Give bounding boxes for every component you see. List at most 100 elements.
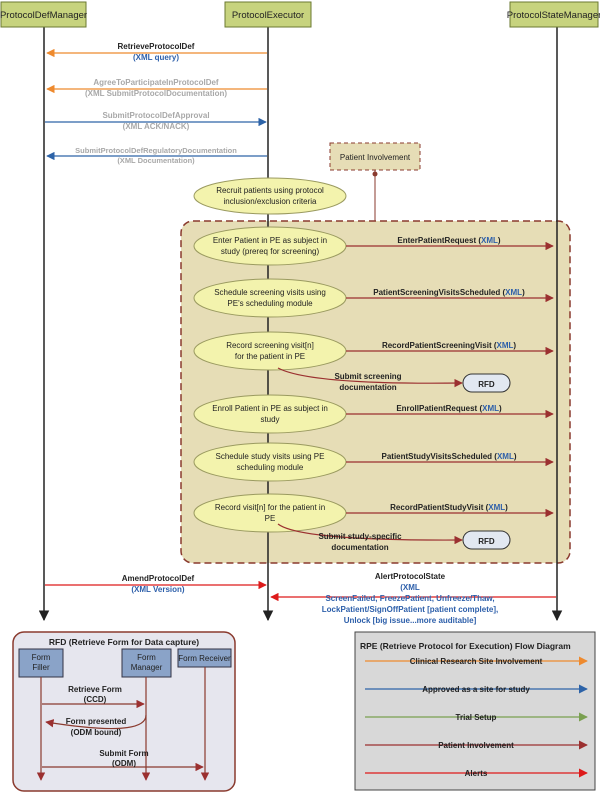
step-message-xml: XML: [505, 288, 522, 297]
step-line: Enter Patient in PE as subject in: [213, 236, 327, 245]
step-message: EnrollPatientRequest (XML): [396, 404, 502, 413]
msg-alert-line-2: ScreenFailed, FreezePatient, Unfreeze/Th…: [325, 594, 494, 603]
msg-agree-sub: (XML SubmitProtocolDocumentation): [85, 89, 227, 98]
msg-amend-sub: (XML Version): [131, 585, 185, 594]
msg-alert-line-3: LockPatient/SignOffPatient [patient comp…: [322, 605, 498, 614]
legend-box: RPE (Retrieve Protocol for Execution) Fl…: [354, 631, 596, 791]
rfd-presented-1: Form presented: [66, 717, 127, 726]
legend-label: Trial Setup: [456, 713, 497, 722]
patient-involvement-note-label: Patient Involvement: [340, 153, 411, 162]
step-line: study: [260, 415, 279, 424]
lane-header-manager: ProtocolDefManager: [0, 1, 87, 28]
msg-regulatory-sub: (XML Documentation): [117, 156, 195, 165]
step-line: Record visit[n] for the patient in: [215, 503, 325, 512]
submit-study-line-1: Submit study-specific: [318, 532, 402, 541]
legend-label: Patient Involvement: [438, 741, 514, 750]
legend-title: RPE (Retrieve Protocol for Execution) Fl…: [360, 641, 571, 651]
step-message-name: PatientStudyVisitsScheduled: [382, 452, 493, 461]
rfd-form-filler-1: Form: [32, 653, 51, 662]
submit-screening-arrow: [277, 367, 463, 388]
rfd-pill-study: [462, 530, 511, 550]
step-ellipse: [193, 394, 347, 434]
recruit-line-1: Recruit patients using protocol: [216, 186, 324, 195]
msg-retrieve-sub: (XML query): [133, 53, 179, 62]
step-message-open: (: [483, 503, 488, 512]
step-message-xml: XML: [497, 341, 514, 350]
rfd-box: RFD (Retrieve Form for Data capture) For…: [12, 631, 236, 792]
rfd-form-filler-2: Filler: [32, 663, 50, 672]
step-message: PatientStudyVisitsScheduled (XML): [382, 452, 517, 461]
step-line: Enroll Patient in PE as subject in: [212, 404, 328, 413]
msg-alert-line-1: (XML: [400, 583, 420, 592]
step-line: scheduling module: [237, 463, 304, 472]
step-message-close: ): [499, 404, 502, 413]
step-message-open: (: [492, 341, 497, 350]
rfd-presented-2: (ODM bound): [71, 728, 122, 737]
msg-retrieve: RetrieveProtocolDef: [118, 42, 195, 51]
step-line: Schedule study visits using PE: [216, 452, 325, 461]
step-message-open: (: [500, 288, 505, 297]
submit-screening-line-2: documentation: [339, 383, 396, 392]
lane-label-manager: ProtocolDefManager: [0, 10, 87, 21]
step-line: study (prereq for screening): [221, 247, 320, 256]
step-message-close: ): [514, 452, 517, 461]
step-message-xml: XML: [497, 452, 514, 461]
rfd-retrieve-1: Retrieve Form: [68, 685, 122, 694]
step-message: RecordPatientStudyVisit (XML): [390, 503, 508, 512]
step-message: PatientScreeningVisitsScheduled (XML): [373, 288, 525, 297]
step-message-open: (: [477, 404, 482, 413]
rfd-form-receiver: Form Receiver: [178, 654, 231, 663]
step-message: EnterPatientRequest (XML): [397, 236, 500, 245]
step-message-open: (: [492, 452, 497, 461]
step-ellipse: [193, 493, 347, 533]
submit-screening-line-1: Submit screening: [334, 372, 401, 381]
step-message: RecordPatientScreeningVisit (XML): [382, 341, 516, 350]
step-line: Record screening visit[n]: [226, 341, 314, 350]
msg-approval: SubmitProtocolDefApproval: [102, 111, 209, 120]
step-line: Schedule screening visits using: [214, 288, 326, 297]
legend-label: Alerts: [465, 769, 488, 778]
submit-study-line-2: documentation: [331, 543, 388, 552]
msg-agree: AgreeToParticipateInProtocolDef: [93, 78, 219, 87]
msg-amend: AmendProtocolDef: [122, 574, 195, 583]
step-ellipse: [193, 331, 347, 371]
step-message-xml: XML: [482, 404, 499, 413]
rfd-pill-screening: [462, 373, 511, 393]
step-message-name: RecordPatientStudyVisit: [390, 503, 484, 512]
msg-regulatory: SubmitProtocolDefRegulatoryDocumentation: [75, 146, 237, 155]
recruit-ellipse: [193, 177, 347, 215]
step-message-xml: XML: [488, 503, 505, 512]
lane-header-state: ProtocolStateManager: [507, 1, 600, 28]
lane-header-executor: ProtocolExecutor: [224, 1, 312, 28]
rfd-form-manager-2: Manager: [131, 663, 163, 672]
step-message-close: ): [505, 503, 508, 512]
note-connector-dot: [372, 171, 378, 177]
msg-approval-sub: (XML ACK/NACK): [123, 122, 190, 131]
step-line: PE: [265, 514, 276, 523]
step-message-name: RecordPatientScreeningVisit: [382, 341, 492, 350]
step-line: PE's scheduling module: [227, 299, 313, 308]
patient-involvement-note: [329, 142, 421, 171]
lane-label-state: ProtocolStateManager: [507, 10, 600, 21]
legend-label: Clinical Research Site Involvement: [410, 657, 543, 666]
rfd-submit-2: (ODM): [112, 759, 136, 768]
step-message-close: ): [498, 236, 501, 245]
msg-alert-line-4: Unlock [big issue...more auditable]: [344, 616, 477, 625]
step-message-close: ): [522, 288, 525, 297]
lane-label-executor: ProtocolExecutor: [232, 10, 304, 21]
msg-alert: AlertProtocolState: [375, 572, 446, 581]
rfd-form-manager-1: Form: [137, 653, 156, 662]
step-message-name: EnrollPatientRequest: [396, 404, 477, 413]
step-ellipse: [193, 226, 347, 266]
rfd-retrieve-2: (CCD): [84, 695, 107, 704]
step-message-name: PatientScreeningVisitsScheduled: [373, 288, 500, 297]
step-ellipse: [193, 278, 347, 318]
step-message-close: ): [513, 341, 516, 350]
step-message-xml: XML: [481, 236, 498, 245]
rfd-box-title: RFD (Retrieve Form for Data capture): [49, 637, 199, 647]
step-ellipse: [193, 442, 347, 482]
rfd-submit-1: Submit Form: [99, 749, 148, 758]
rfd-pill-screening-label: RFD: [478, 380, 495, 389]
step-message-name: EnterPatientRequest: [397, 236, 476, 245]
rfd-pill-study-label: RFD: [478, 537, 495, 546]
